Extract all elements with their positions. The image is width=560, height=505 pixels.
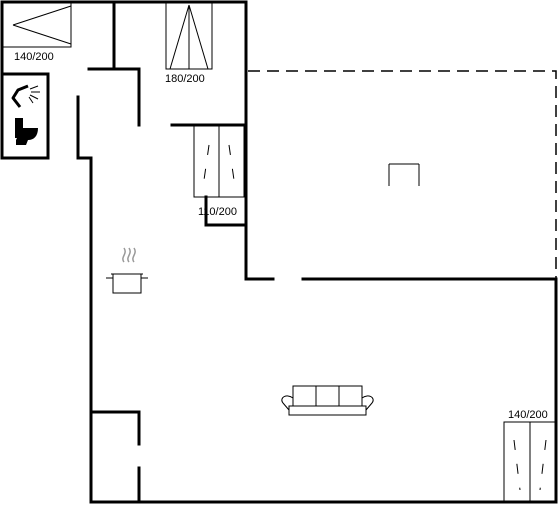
- bed-top-center: [165, 2, 213, 70]
- interior-walls: [1, 0, 248, 504]
- bed-top-left-label: 140/200: [14, 51, 54, 63]
- bed-middle-label: 110/200: [198, 206, 237, 218]
- bed-top-center-label: 180/200: [165, 73, 205, 85]
- terrace-outline: [248, 70, 557, 279]
- bed-bottom-right-label: 140/200: [508, 409, 548, 421]
- bed-middle: [193, 124, 245, 198]
- cooking-pot-icon: [106, 247, 148, 294]
- bed-top-left: [2, 2, 72, 48]
- sofa-icon: [281, 385, 374, 416]
- shower-icon: [11, 84, 40, 108]
- bed-bottom-right: [503, 421, 557, 503]
- toilet-icon: [15, 118, 38, 145]
- table-icon: [388, 163, 420, 186]
